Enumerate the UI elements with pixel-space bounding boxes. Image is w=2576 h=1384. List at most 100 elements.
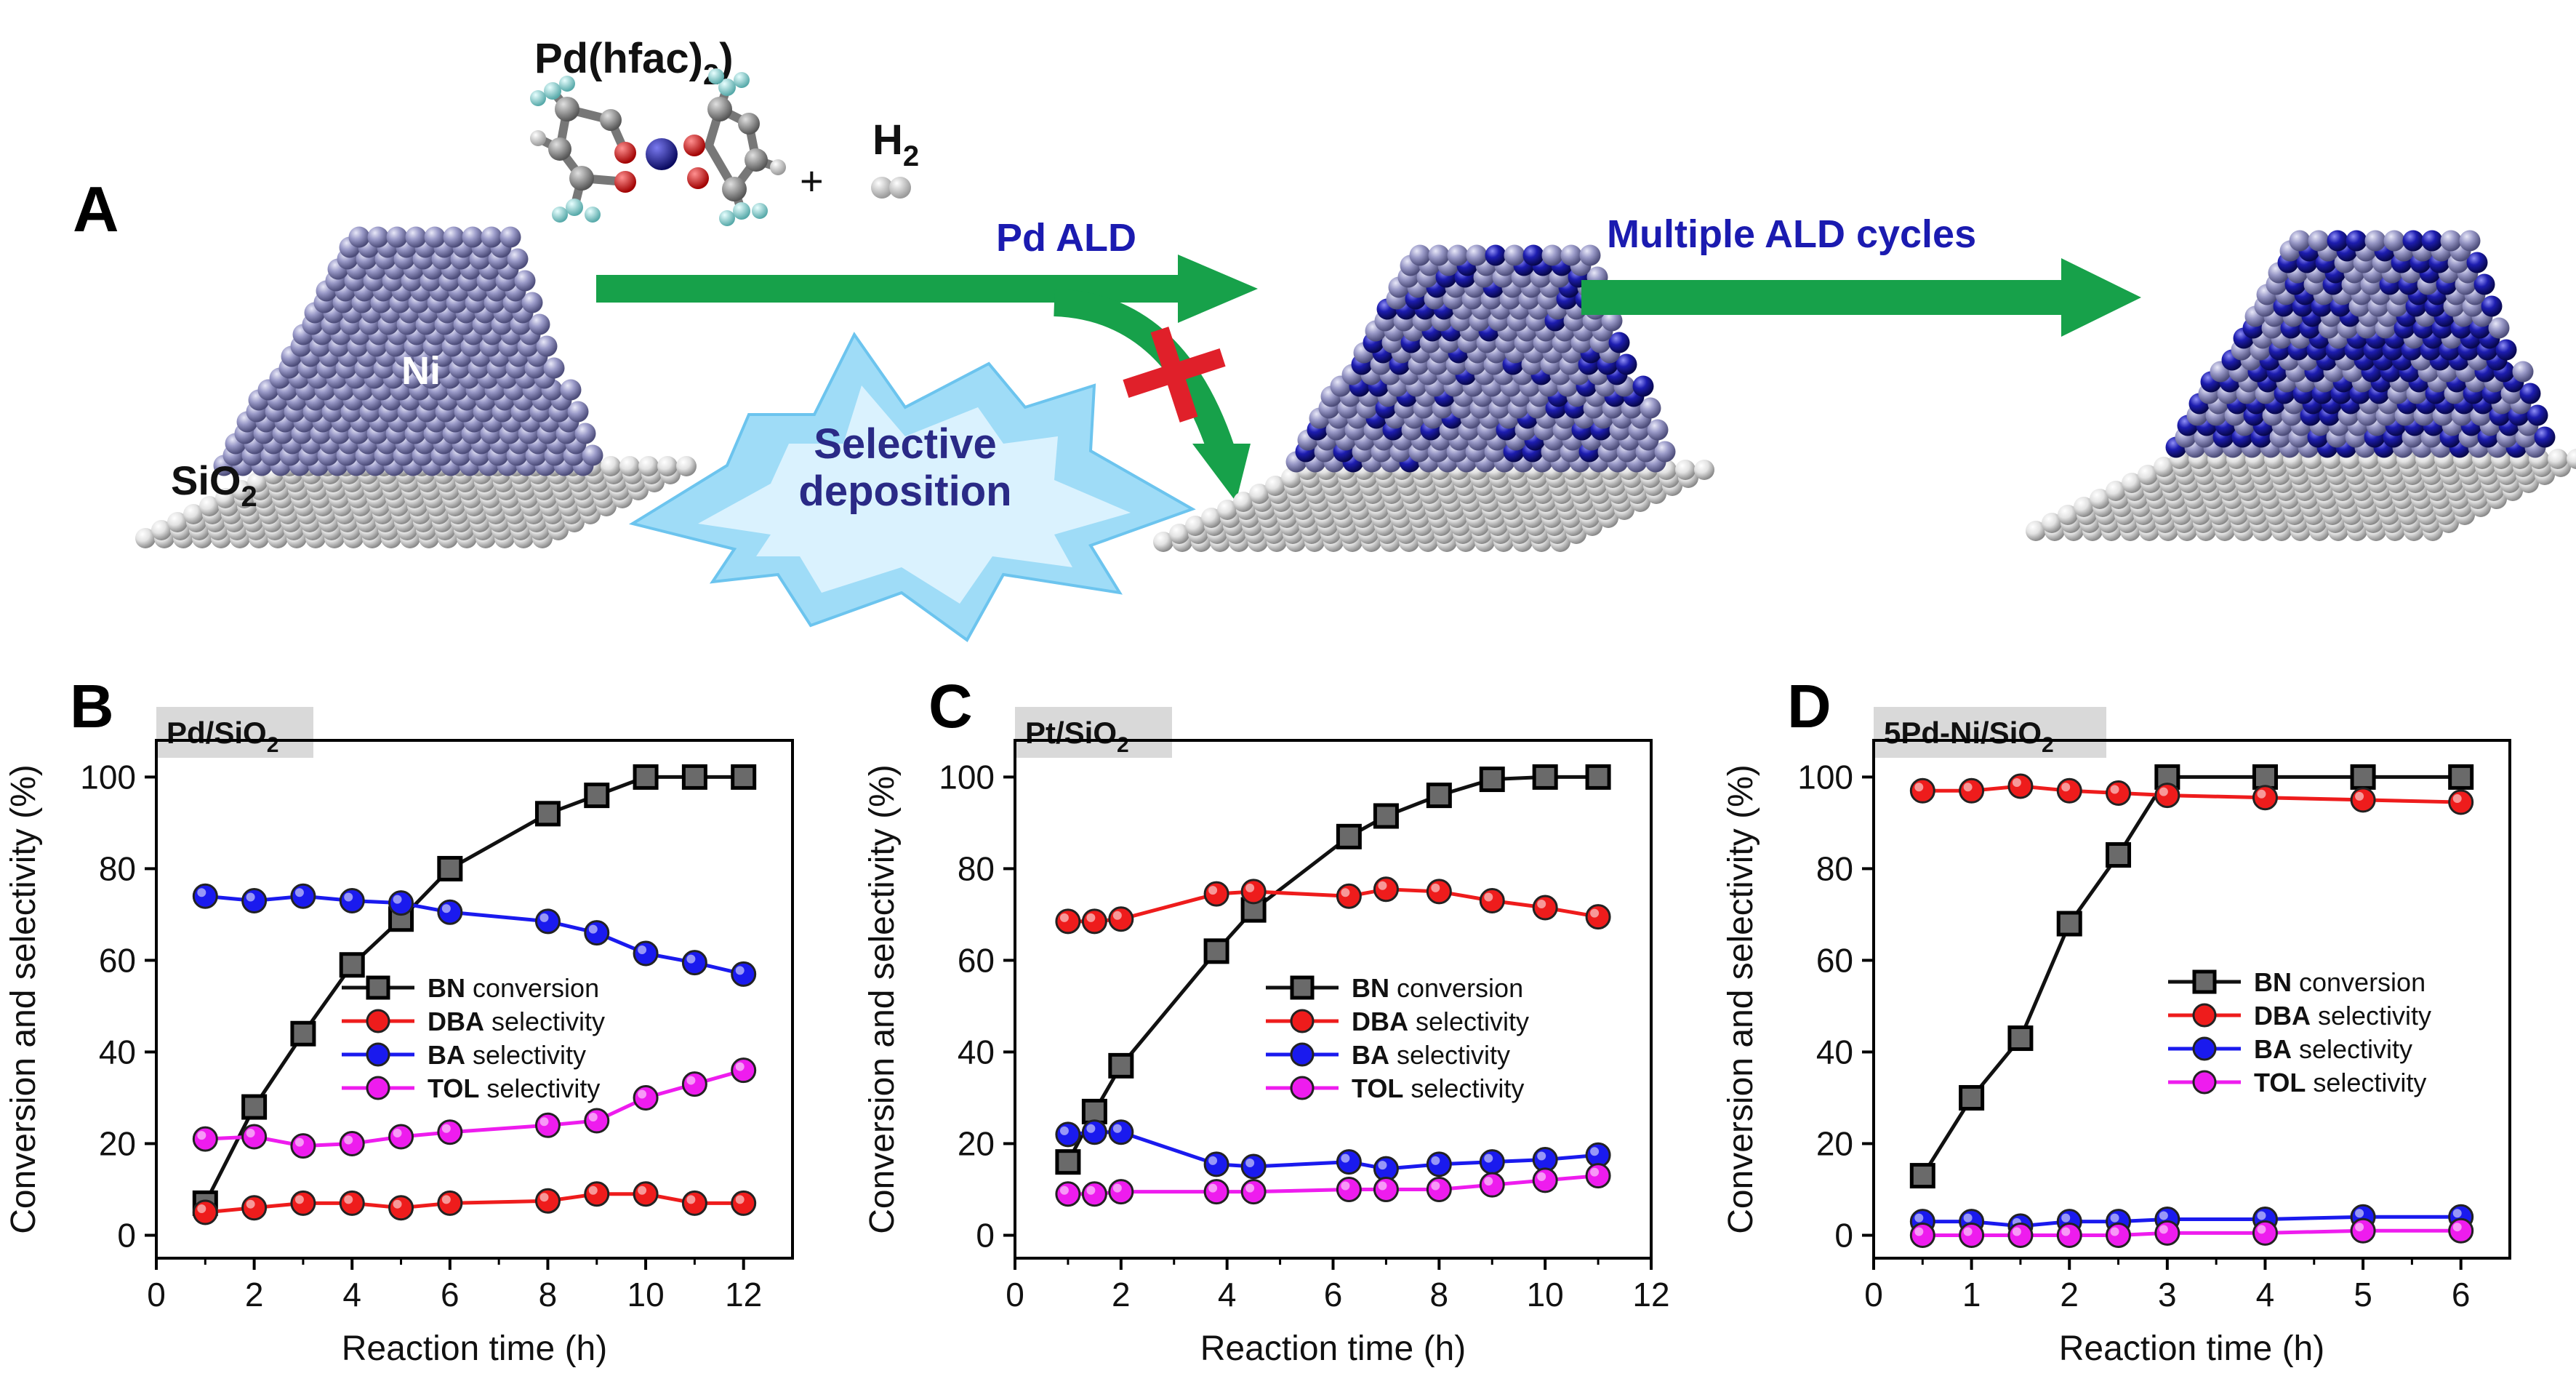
support-atom (2026, 521, 2046, 541)
data-point-highlight (2355, 791, 2364, 801)
data-point-ba (192, 883, 218, 909)
ni-atom (2459, 230, 2481, 252)
data-point-highlight (2012, 778, 2021, 788)
data-point-highlight (2452, 1209, 2462, 1218)
data-point-highlight (539, 1117, 549, 1127)
ni-atom (424, 226, 446, 248)
data-point-ba (681, 950, 707, 976)
legend-marker (1290, 1009, 1315, 1033)
legend-marker (366, 1076, 390, 1100)
data-point-highlight (441, 1195, 451, 1204)
data-point-highlight (441, 904, 451, 913)
support-atom (1153, 532, 1173, 552)
x-tick-label: 4 (342, 1276, 361, 1313)
support-atom (601, 456, 621, 476)
data-point-bn (633, 764, 659, 790)
support-atom (183, 504, 204, 524)
data-point-highlight (1484, 892, 1493, 902)
x-tick-label: 12 (725, 1276, 762, 1313)
data-point-highlight (735, 1195, 745, 1204)
data-point-highlight (686, 1195, 696, 1204)
panel-letter: C (928, 672, 973, 740)
support-atom (619, 456, 640, 476)
data-point-tol (1055, 1181, 1081, 1207)
y-tick-label: 60 (1816, 941, 1853, 979)
x-axis-label: Reaction time (h) (2059, 1329, 2324, 1368)
data-point-highlight (588, 1185, 598, 1195)
data-point-highlight (1341, 1181, 1350, 1191)
y-tick-label: 40 (99, 1033, 136, 1071)
catalyst-tag: 5Pd-Ni/SiO2 (1884, 716, 2054, 757)
series-line-ba (1922, 1215, 2461, 1228)
x-axis-label: Reaction time (h) (1200, 1329, 1466, 1368)
y-tick-label: 100 (1797, 758, 1853, 796)
y-tick-label: 80 (1816, 849, 1853, 887)
legend-marker (366, 1009, 390, 1033)
data-point-tol (584, 1108, 610, 1134)
data-point-highlight (2159, 1225, 2168, 1234)
data-point-highlight (1914, 783, 1924, 792)
ni-atom (386, 226, 408, 248)
blocked-path-x-icon (1123, 327, 1226, 423)
pd-hfac2-molecule-icon (530, 68, 786, 226)
data-point-ba (1108, 1119, 1134, 1145)
support-atom (2090, 489, 2110, 509)
data-point-tol (290, 1133, 316, 1159)
data-point-highlight (1484, 1153, 1493, 1163)
data-point-ba (290, 883, 316, 909)
sio2-support-3 (2026, 449, 2576, 541)
series-line-ba (1067, 1130, 1599, 1171)
data-point-tol (437, 1119, 463, 1145)
data-point-highlight (1086, 1124, 1096, 1133)
legend-label: TOL selectivity (428, 1073, 600, 1103)
support-atom (215, 488, 236, 508)
y-tick-label: 80 (958, 849, 995, 887)
pd-atom (2519, 383, 2541, 404)
legend-marker (366, 975, 390, 1000)
pd-ni-nanoparticle (1285, 244, 1676, 473)
data-point-tol (339, 1130, 365, 1156)
data-point-dba (2056, 777, 2082, 804)
support-atom (2154, 457, 2174, 477)
support-atom (1233, 492, 1253, 512)
y-axis-label: Conversion and selectivity (%) (863, 764, 902, 1234)
data-point-highlight (2159, 787, 2168, 796)
h2-label: H2 (872, 116, 919, 172)
data-point-ba (1081, 1119, 1107, 1145)
data-point-highlight (294, 888, 304, 897)
ni-atom (367, 226, 389, 248)
data-point-tol (1532, 1167, 1558, 1193)
data-point-highlight (344, 1195, 353, 1204)
selective-deposition-starburst: Selective deposition (628, 332, 1196, 642)
data-point-bn (1532, 764, 1558, 790)
data-point-tol (534, 1112, 561, 1138)
data-point-highlight (735, 966, 745, 975)
data-point-ba (437, 899, 463, 925)
x-tick-label: 0 (1006, 1276, 1024, 1313)
support-atom (657, 456, 678, 476)
ni-nanoparticle (213, 226, 603, 476)
data-point-highlight (2012, 1227, 2021, 1236)
data-point-highlight (1484, 1177, 1493, 1186)
ni-atom (2440, 230, 2462, 252)
pd-atom (1616, 353, 1637, 375)
data-point-highlight (2257, 1211, 2266, 1220)
data-point-highlight (1431, 883, 1440, 892)
data-point-highlight (1431, 1156, 1440, 1165)
y-tick-label: 0 (117, 1216, 136, 1254)
data-point-highlight (2061, 783, 2071, 792)
x-tick-label: 5 (2354, 1276, 2372, 1313)
data-point-ba (1240, 1153, 1267, 1180)
ni-atom (1466, 244, 1488, 266)
data-point-dba (290, 1190, 316, 1216)
data-point-highlight (197, 1131, 206, 1140)
data-point-bn (2106, 842, 2132, 868)
support-atom (199, 496, 220, 516)
ni-atom (1601, 310, 1623, 332)
ni-atom (514, 270, 536, 292)
data-point-bn (1479, 767, 1505, 793)
data-point-dba (534, 1188, 561, 1214)
support-atom (2058, 505, 2078, 525)
pd-atom (2495, 339, 2517, 361)
x-tick-label: 8 (1430, 1276, 1449, 1313)
